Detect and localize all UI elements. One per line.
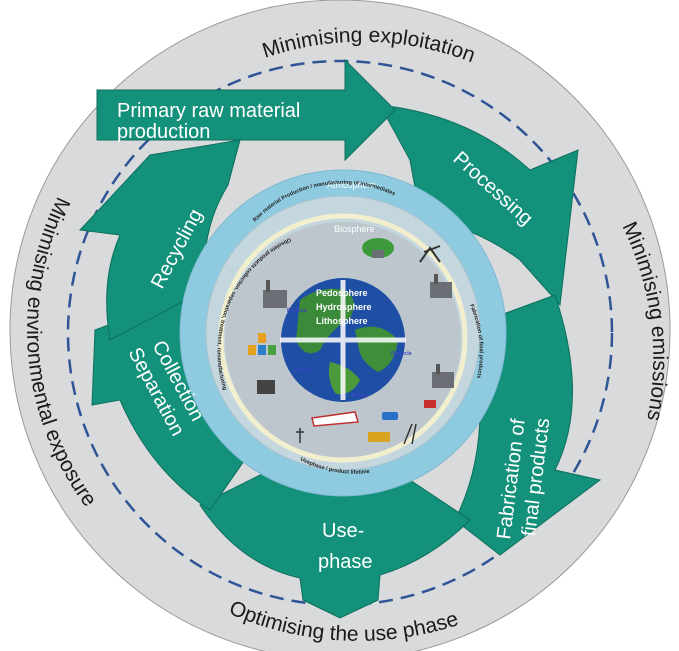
factory-icon — [432, 364, 454, 388]
primary-production-label: Primary raw material — [117, 100, 300, 122]
reduce-label: Reduce — [287, 308, 307, 314]
power-pole-icon — [296, 428, 304, 443]
factory-icon — [430, 274, 452, 298]
recycling-bins-icon — [248, 333, 276, 355]
use-phase-label-2: phase — [318, 551, 373, 573]
coins-icon — [368, 432, 390, 442]
train-icon — [311, 411, 359, 427]
factory-icon — [263, 280, 287, 308]
oil-pump-icon — [419, 245, 441, 263]
use-phase-label: Use- — [322, 520, 364, 542]
lithosphere-label: Lithosphere — [316, 316, 368, 326]
recycle-label: Recycle — [391, 351, 412, 357]
biosphere-label: Biosphere — [334, 224, 375, 234]
rail-track-icon — [403, 423, 417, 445]
hydrosphere-label: Hydrosphere — [316, 302, 372, 312]
landfill-icon — [257, 380, 275, 394]
pedosphere-label: Pedosphere — [316, 288, 368, 298]
refine-label: Refine — [295, 368, 312, 374]
inner-cycle-arrow — [218, 213, 468, 463]
forest-icon — [362, 238, 394, 258]
primary-production-arrow — [96, 58, 396, 162]
car-icon — [382, 412, 398, 420]
inner-flow-arrows — [280, 280, 406, 400]
primary-production-label-2: production — [117, 121, 210, 143]
tractor-icon — [424, 400, 436, 408]
reuse-label: Reuse — [352, 393, 369, 399]
atmosphere-label: Atmosphere — [327, 180, 376, 190]
